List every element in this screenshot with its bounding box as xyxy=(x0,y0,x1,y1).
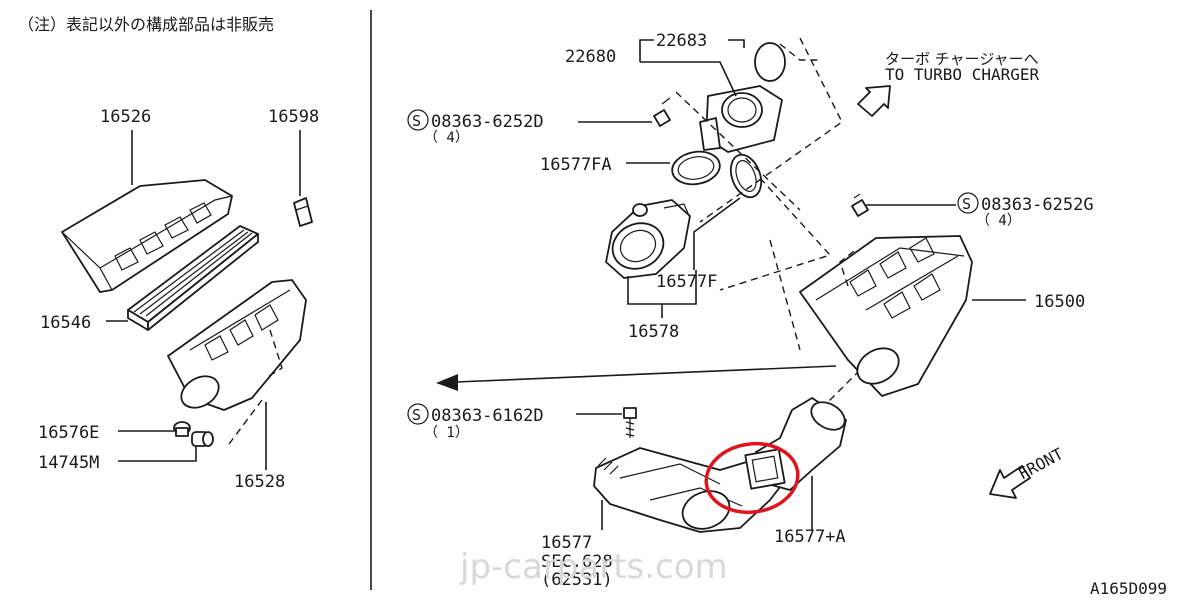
part-16598-clip[interactable] xyxy=(293,197,313,227)
label-bolt-6252D-qty: （ 4） xyxy=(424,130,469,146)
part-16577A-hose[interactable] xyxy=(744,397,849,491)
label-22683[interactable]: 22683 xyxy=(656,31,707,51)
figure-id: A165D099 xyxy=(1090,579,1167,598)
label-bolt-6252D[interactable]: 08363-6252D xyxy=(431,112,544,132)
label-16598[interactable]: 16598 xyxy=(268,107,319,127)
dash-22683 xyxy=(779,43,818,61)
part-16546-filter[interactable] xyxy=(127,225,259,331)
label-bolt-6252G-qty: （ 4） xyxy=(976,213,1021,229)
part-16500-air-cleaner-assy[interactable] xyxy=(799,235,973,397)
part-16528-lower-case[interactable] xyxy=(167,279,307,449)
part-16526-cover[interactable] xyxy=(61,179,233,293)
turbo-arrow-icon xyxy=(857,85,891,117)
front-direction-arrow-icon xyxy=(989,465,1031,499)
leader-16577F xyxy=(693,197,741,270)
part-bolt-6162D[interactable] xyxy=(623,407,637,438)
label-16578[interactable]: 16578 xyxy=(628,322,679,342)
label-16577FA[interactable]: 16577FA xyxy=(540,155,612,175)
front-arrow-head-icon xyxy=(436,374,458,391)
label-16546[interactable]: 16546 xyxy=(40,313,91,333)
part-14745M-bushing[interactable] xyxy=(191,431,214,447)
s-mark-2-text: S xyxy=(962,195,971,213)
part-16577FA-clamp[interactable] xyxy=(670,148,767,201)
part-16576E-grommet[interactable] xyxy=(173,421,191,437)
turbo-label-jp: ターボ チャージャーへ xyxy=(885,50,1039,68)
label-bolt-6162D-qty: （ 1） xyxy=(424,425,469,441)
turbo-label-en: TO TURBO CHARGER xyxy=(885,65,1039,84)
label-16528[interactable]: 16528 xyxy=(234,472,285,492)
label-16577A[interactable]: 16577+A xyxy=(774,527,846,547)
s-mark-1 xyxy=(407,109,429,131)
label-bolt-6162D[interactable]: 08363-6162D xyxy=(431,406,544,426)
leader-14745M xyxy=(118,446,197,462)
highlight-circle xyxy=(704,441,800,515)
label-16500[interactable]: 16500 xyxy=(1034,292,1085,312)
s-mark-3 xyxy=(407,403,429,425)
s-mark-2 xyxy=(957,192,979,214)
label-14745M[interactable]: 14745M xyxy=(38,453,99,473)
front-arrow-line xyxy=(455,365,837,383)
part-bolt-6252D[interactable] xyxy=(653,97,671,127)
label-16576E[interactable]: 16576E xyxy=(38,423,99,443)
dash-assembly-upper xyxy=(675,37,843,351)
s-mark-1-text: S xyxy=(412,112,421,130)
s-mark-3-text: S xyxy=(412,406,421,424)
part-22680-airflow-meter[interactable] xyxy=(699,85,783,153)
label-22680[interactable]: 22680 xyxy=(565,47,616,67)
part-16578-hose[interactable] xyxy=(605,199,691,279)
leader-22680-b xyxy=(640,61,737,97)
front-label: FRONT xyxy=(1015,444,1067,484)
dash-assembly-lower xyxy=(799,369,861,431)
label-16577F[interactable]: 16577F xyxy=(656,272,717,292)
label-sec-ref: (62531) xyxy=(541,570,613,590)
label-sec-628[interactable]: SEC.628 xyxy=(541,552,613,572)
label-16526[interactable]: 16526 xyxy=(100,107,151,127)
part-22683-seal[interactable] xyxy=(754,42,786,82)
watermark-text: jp-carparts.com xyxy=(459,547,728,587)
leader-22683 xyxy=(639,39,745,55)
label-16577[interactable]: 16577 xyxy=(541,533,592,553)
part-bolt-6252G[interactable] xyxy=(851,193,869,217)
label-bolt-6252G[interactable]: 08363-6252G xyxy=(981,195,1094,215)
note-text: （注）表記以外の構成部品は非販売 xyxy=(18,15,274,34)
